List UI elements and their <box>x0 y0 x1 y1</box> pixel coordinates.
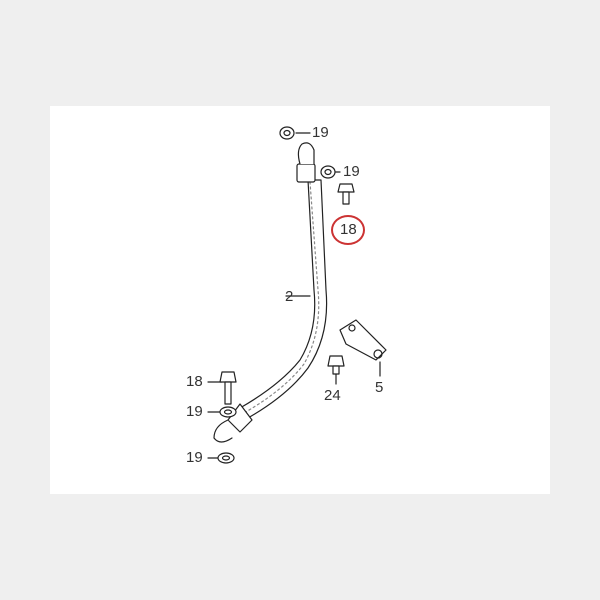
hose-center <box>243 181 320 414</box>
clamp-bracket <box>339 319 387 361</box>
washer-lower-1 <box>219 406 237 418</box>
bolt-lower-shank <box>224 381 232 405</box>
hose-outline-outer <box>239 179 316 409</box>
washer-top-right <box>320 165 336 179</box>
hose-outline-inner <box>247 179 328 419</box>
label-part-24: 24 <box>324 387 341 404</box>
label-part-19-top: 19 <box>312 124 329 141</box>
label-part-19-right: 19 <box>343 163 360 180</box>
upper-banjo <box>297 142 315 165</box>
label-part-19-lower-1: 19 <box>186 403 203 420</box>
label-part-18-highlighted: 18 <box>340 221 357 238</box>
washer-lower-2 <box>217 452 235 464</box>
label-part-18-lower: 18 <box>186 373 203 390</box>
label-part-19-lower-2: 19 <box>186 449 203 466</box>
label-part-5: 5 <box>375 379 384 396</box>
highlight-circle <box>331 215 365 245</box>
bolt-24-head <box>327 355 345 367</box>
label-part-2: 2 <box>285 288 294 305</box>
bolt-lower-head <box>219 371 237 383</box>
washer-top-left <box>279 126 295 140</box>
bolt-top-shank <box>342 191 350 205</box>
upper-fitting <box>296 163 316 183</box>
bolt-top-head <box>337 183 355 193</box>
lower-banjo <box>213 419 233 443</box>
